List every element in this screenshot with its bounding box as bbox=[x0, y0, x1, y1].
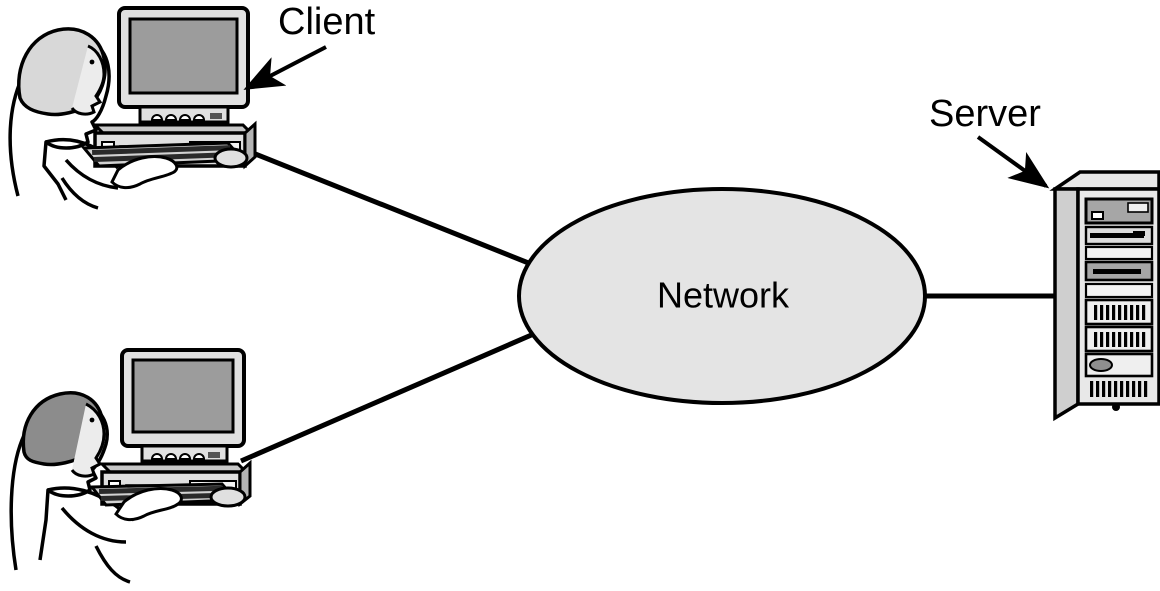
server-power-button[interactable] bbox=[1089, 358, 1113, 372]
client-arrow bbox=[243, 45, 327, 90]
network-label: Network bbox=[657, 275, 790, 316]
server-blank-bay-2 bbox=[1084, 282, 1154, 299]
client-callout: Client bbox=[243, 1, 376, 90]
network-cloud[interactable]: Network bbox=[517, 187, 927, 405]
mouse-top[interactable] bbox=[213, 147, 249, 169]
client-top[interactable] bbox=[8, 6, 257, 210]
server-drive-indicator bbox=[1127, 202, 1149, 213]
server-vent-slats-3 bbox=[1090, 381, 1148, 397]
network-ellipse-shape bbox=[517, 187, 927, 405]
monitor-power-led-top bbox=[210, 113, 222, 119]
user-man bbox=[9, 391, 136, 584]
server-slot-1 bbox=[1090, 233, 1144, 238]
user-hand-top bbox=[110, 155, 179, 190]
client-label: Client bbox=[278, 1, 376, 43]
client-bottom[interactable] bbox=[9, 348, 252, 584]
server-slot-latch bbox=[1133, 231, 1145, 236]
server-bottom-panel bbox=[1082, 380, 1156, 402]
server-slot-2 bbox=[1093, 269, 1141, 274]
server-callout: Server bbox=[929, 93, 1050, 189]
user-woman bbox=[8, 27, 120, 210]
monitor-screen-top bbox=[128, 17, 239, 95]
server-side-face bbox=[1053, 187, 1080, 422]
mouse-bottom[interactable] bbox=[209, 486, 247, 508]
monitor-buttons-top[interactable] bbox=[150, 114, 206, 121]
monitor-screen-bottom bbox=[131, 358, 235, 434]
server-drive-eject-button[interactable] bbox=[1091, 211, 1104, 220]
server-vent-slats-2 bbox=[1094, 332, 1146, 347]
server-status-led bbox=[1112, 403, 1120, 411]
server-tower[interactable] bbox=[1049, 170, 1160, 422]
server-top-face bbox=[1049, 170, 1160, 191]
link-client-bottom-to-network bbox=[240, 330, 537, 464]
monitor-power-led-bottom bbox=[208, 452, 220, 458]
server-label: Server bbox=[929, 93, 1041, 135]
server-arrow bbox=[976, 135, 1050, 189]
user-hand-bottom bbox=[114, 487, 183, 522]
link-client-top-to-network bbox=[242, 146, 537, 269]
server-vent-slats-1 bbox=[1094, 305, 1146, 320]
monitor-buttons-bottom[interactable] bbox=[150, 453, 206, 460]
server-blank-bay-1 bbox=[1084, 245, 1154, 261]
